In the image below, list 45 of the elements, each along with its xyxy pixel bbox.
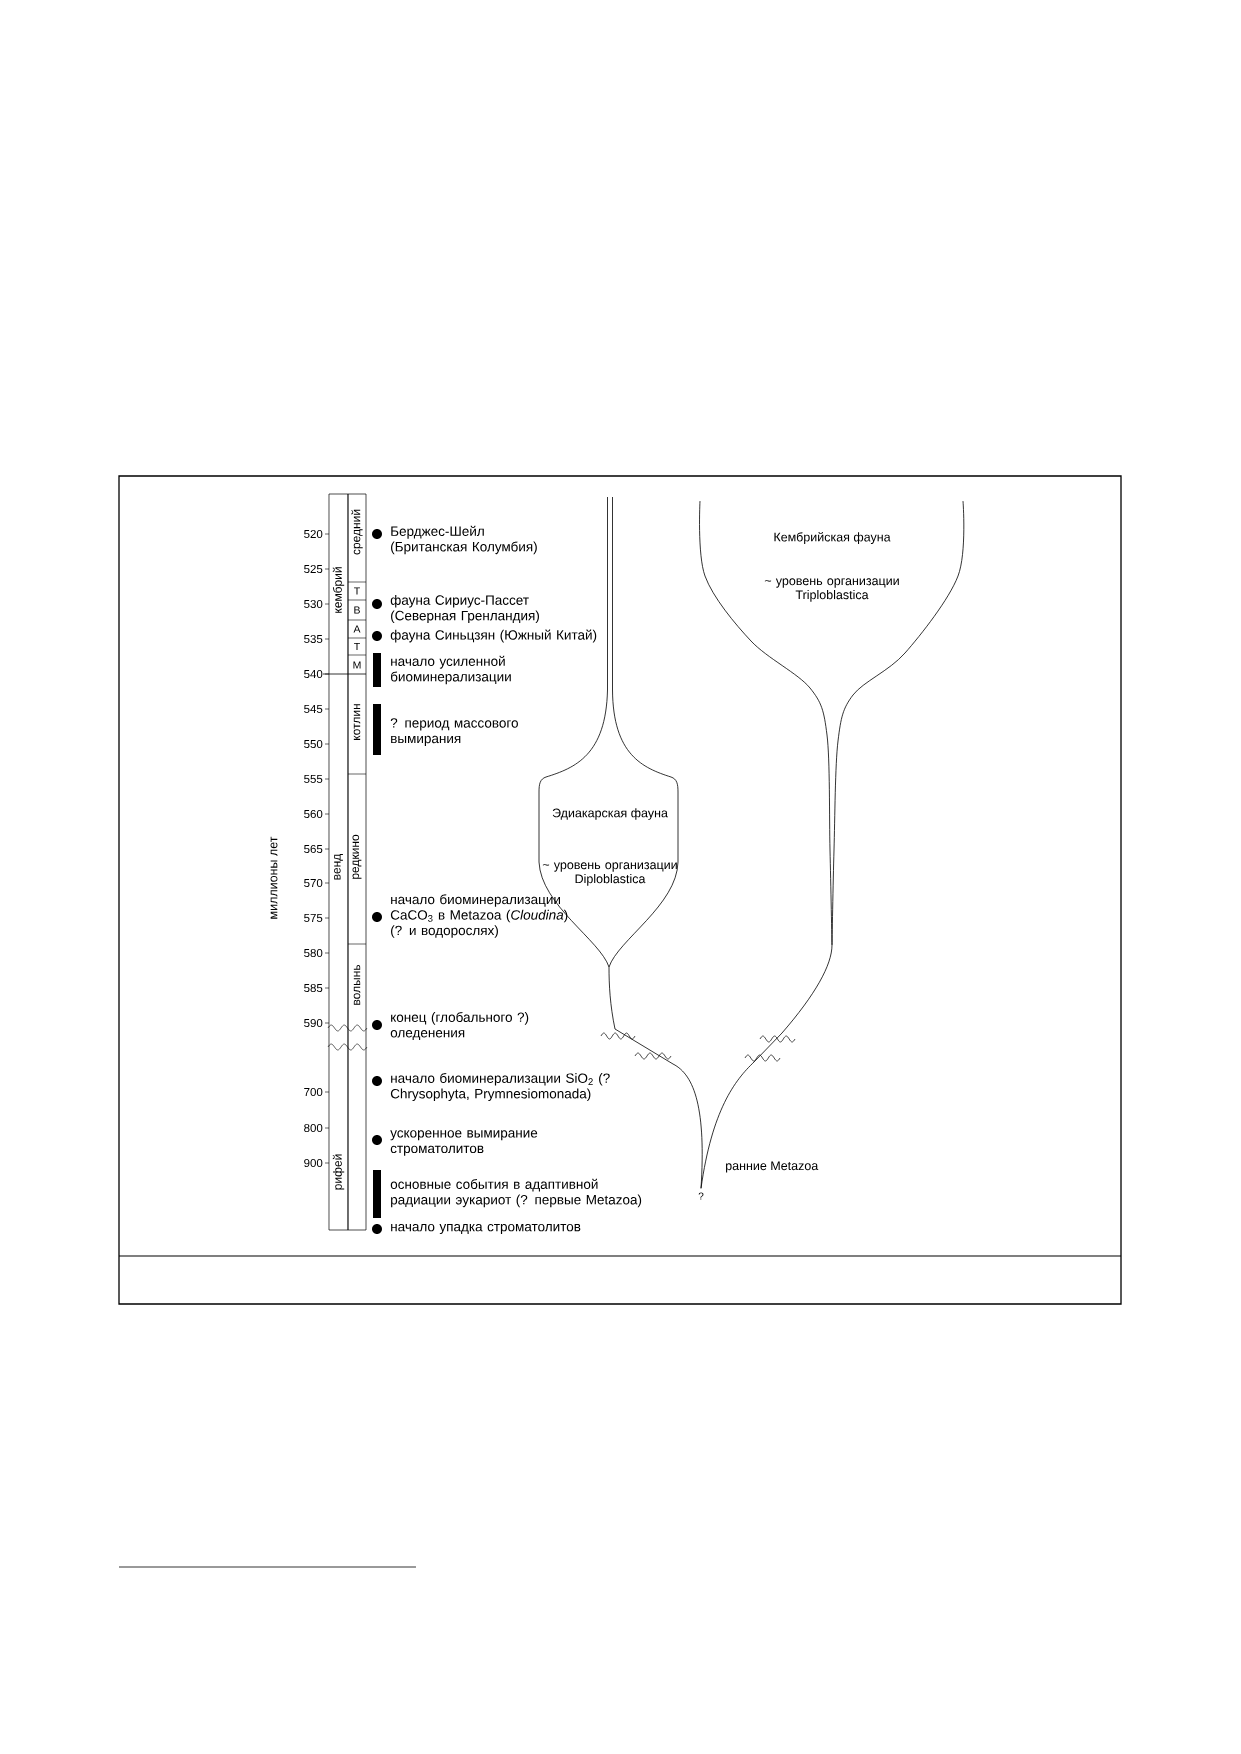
axis-title: миллионы лет: [270, 836, 278, 919]
event-text: конец (глобального ?) оледенения: [390, 1011, 529, 1041]
tick-label: 570: [304, 878, 323, 888]
tick-label: 585: [304, 983, 323, 993]
tick-label: 535: [304, 634, 323, 644]
event-text: фауна Сириус-Пассет (Северная Гренландия): [390, 594, 539, 624]
period-label: рифей: [332, 1154, 345, 1190]
question-mark: ?: [698, 1192, 704, 1200]
stage-label: Т: [354, 587, 360, 595]
tick-label: 520: [304, 529, 323, 539]
stage-label: Т: [354, 642, 360, 651]
event-text: ускоренное вымирание строматолитов: [390, 1130, 538, 1156]
stage-label: А: [353, 625, 361, 633]
event-text: начало упадка строматолитов: [391, 1224, 581, 1235]
event-text: начало усиленной биоминерализации: [391, 655, 511, 685]
tick-label: 545: [304, 705, 323, 713]
event-text: фауна Синьцзян (Южный Китай): [390, 629, 597, 643]
event-text: ? период массового вымирания: [390, 718, 518, 746]
stage-label: В: [354, 606, 360, 614]
tick-label: 700: [304, 1087, 323, 1097]
stage-label: М: [353, 661, 361, 669]
tick-label: 525: [304, 564, 323, 574]
period-label: средний: [351, 509, 363, 555]
tick-label: 565: [304, 844, 323, 854]
tick-label: 590: [304, 1018, 323, 1028]
period-label: редкино: [352, 834, 362, 879]
tick-label: 575: [304, 914, 323, 922]
event-text: начало биоминерализации CaCO$_{3}$ в Metazoa (Cloudina) (? и водорослях): [390, 894, 568, 938]
tick-label: 560: [304, 809, 323, 819]
tick-label: 900: [304, 1158, 323, 1168]
event-text: начало биоминерализации SiO$_{2}$ (? Chrysophyta, Prymnesiomonada): [390, 1072, 610, 1102]
period-label: волынь: [353, 964, 361, 1005]
tree-branch: [608, 966, 703, 1189]
tick-label: 530: [304, 599, 323, 609]
period-label: котлин: [353, 704, 361, 740]
tick-label: 555: [304, 775, 323, 783]
tick-label: 580: [304, 948, 323, 958]
tick-label: 550: [304, 739, 323, 749]
node-caption: ранние Metazoa: [726, 1161, 819, 1173]
tick-label: 800: [304, 1123, 323, 1133]
period-label: венд: [334, 853, 343, 880]
event-text: основные события в адаптивной радиации эукариот (? первые Metazoa): [390, 1178, 642, 1208]
period-label: кембрий: [332, 567, 345, 613]
tick-label: 540: [304, 669, 323, 679]
tree-branch: [700, 944, 833, 1189]
